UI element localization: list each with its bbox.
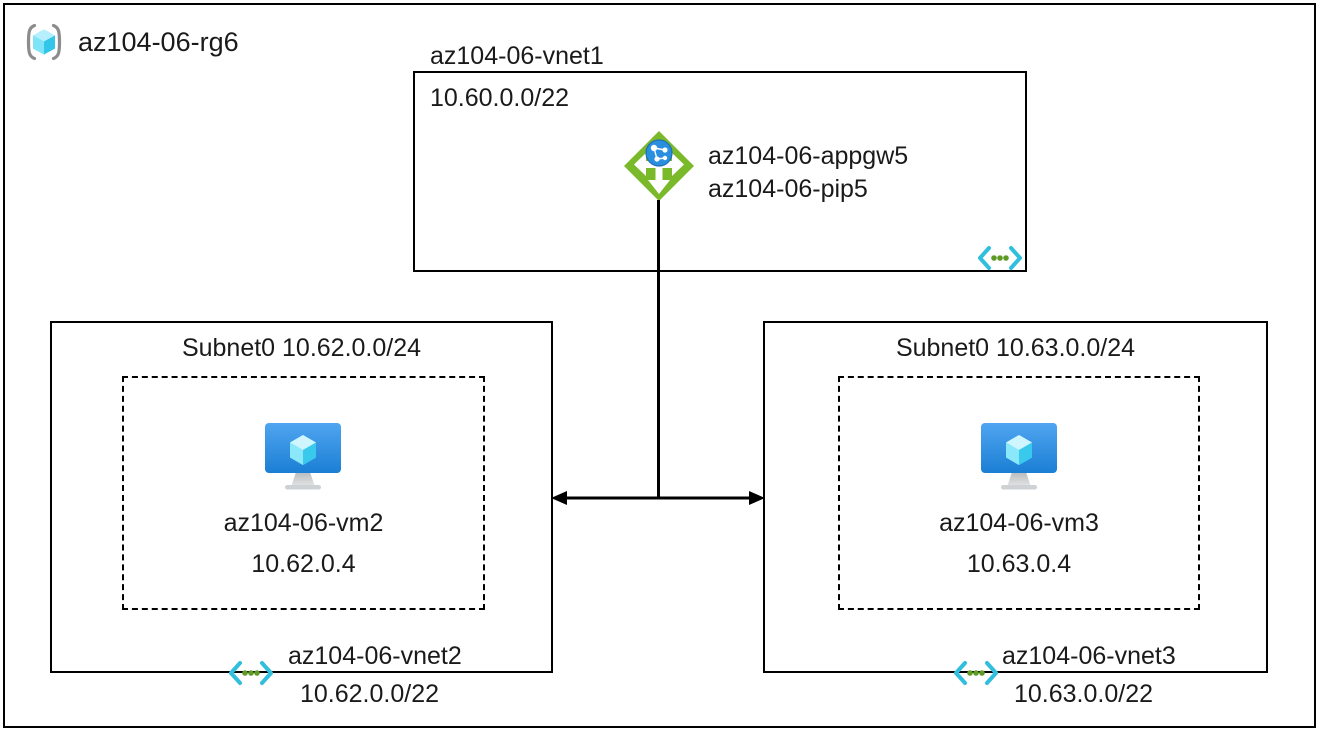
vnet2-subnet-label: Subnet0 10.62.0.0/24 bbox=[181, 334, 422, 362]
vnet3-cidr: 10.63.0.0/22 bbox=[1014, 680, 1154, 708]
vnet3-vm-name: az104-06-vm3 bbox=[939, 509, 1099, 537]
resource-group-cube-icon bbox=[22, 20, 66, 64]
vnet2-subnet-dashed-rect bbox=[122, 376, 485, 610]
vnet1-cidr: 10.60.0.0/22 bbox=[430, 84, 570, 112]
appgw-label-line1: az104-06-appgw5 bbox=[708, 142, 909, 170]
virtual-network-icon[interactable] bbox=[227, 659, 275, 687]
virtual-machine-icon[interactable] bbox=[258, 415, 348, 495]
vnet2-vm-name: az104-06-vm2 bbox=[223, 509, 384, 537]
application-gateway-icon[interactable] bbox=[621, 128, 697, 204]
vnet3-name: az104-06-vnet3 bbox=[1002, 642, 1176, 670]
vnet3-subnet-dashed-rect bbox=[838, 376, 1200, 610]
vnet3-vm-ip: 10.63.0.4 bbox=[966, 550, 1072, 578]
vnet1-title: az104-06-vnet1 bbox=[430, 42, 604, 70]
vnet2-cidr: 10.62.0.0/22 bbox=[300, 680, 440, 708]
resource-group-header: az104-06-rg6 bbox=[22, 20, 239, 64]
vnet2-box bbox=[50, 321, 553, 673]
virtual-network-icon[interactable] bbox=[976, 244, 1024, 272]
vnet3-box bbox=[763, 321, 1268, 673]
vnet2-name: az104-06-vnet2 bbox=[288, 642, 462, 670]
vnet1-box bbox=[413, 71, 1027, 272]
vnet2-vm-ip: 10.62.0.4 bbox=[251, 550, 356, 578]
resource-group-name: az104-06-rg6 bbox=[78, 26, 239, 57]
appgw-label-line2: az104-06-pip5 bbox=[708, 175, 868, 203]
gateway-vertical-link bbox=[657, 200, 660, 499]
bidirectional-peering-arrow bbox=[551, 487, 765, 509]
virtual-network-icon[interactable] bbox=[952, 659, 1000, 687]
virtual-machine-icon[interactable] bbox=[974, 415, 1064, 495]
vnet3-subnet-label: Subnet0 10.63.0.0/24 bbox=[895, 334, 1136, 362]
